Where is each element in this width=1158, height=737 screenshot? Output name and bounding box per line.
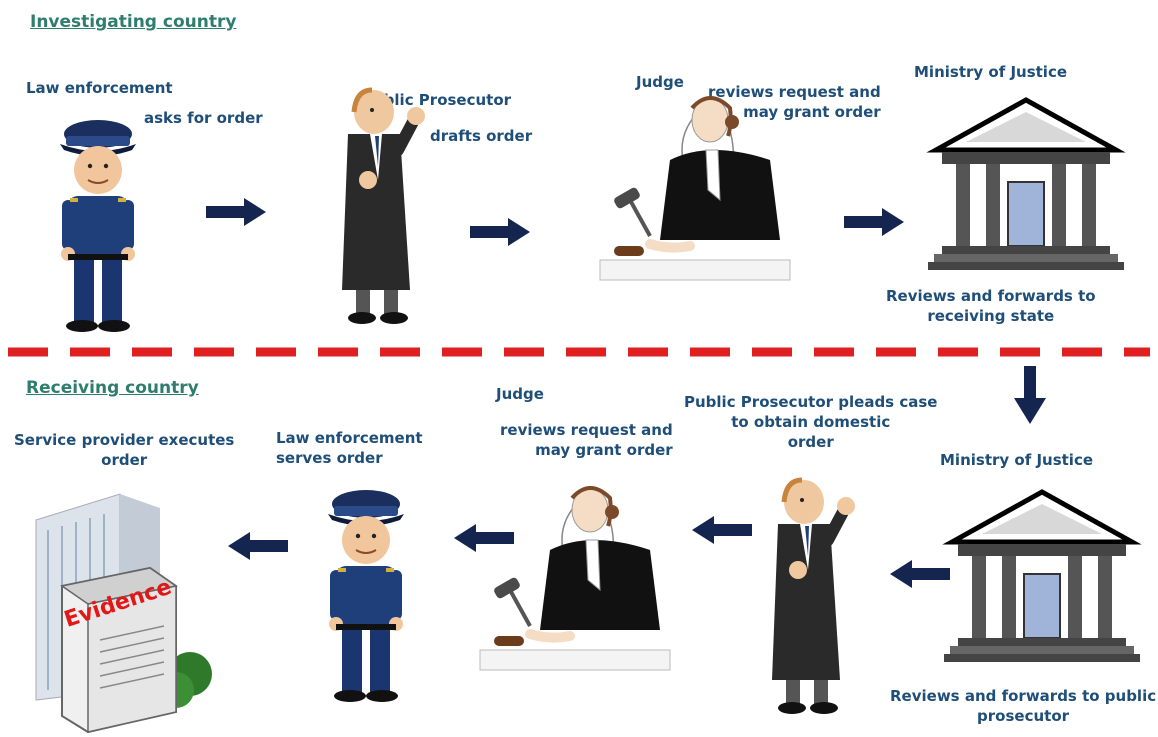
arrow-icon xyxy=(454,524,514,552)
arrow-icon xyxy=(844,208,904,236)
receiving-country-title: Receiving country xyxy=(26,378,199,398)
arrow-icon xyxy=(692,516,752,544)
arrow-icon xyxy=(890,560,950,588)
prosecutor-icon xyxy=(342,90,425,324)
judge-icon xyxy=(600,98,790,280)
judge-bottom-label: Judge xyxy=(496,385,544,403)
prosecutor-icon xyxy=(772,480,855,714)
arrow-icon xyxy=(228,532,288,560)
judge-bottom-reviews-label: reviews request and may grant order xyxy=(500,421,673,459)
arrow-icon xyxy=(470,218,530,246)
judge-top-reviews-label: reviews request and may grant order xyxy=(708,83,881,121)
asks-for-order-label: asks for order xyxy=(144,109,263,127)
law-enforcement-label: Law enforcement xyxy=(26,79,173,97)
judge-top-label: Judge xyxy=(636,73,684,91)
server-evidence-icon: Evidence xyxy=(35,493,212,734)
investigating-country-title: Investigating country xyxy=(30,12,237,32)
judge-icon xyxy=(480,488,670,670)
law-enforcement-serves-label: Law enforcement serves order xyxy=(276,429,423,467)
service-provider-label: Service provider executes order xyxy=(14,431,235,469)
drafts-order-label: drafts order xyxy=(430,127,533,145)
arrow-icon xyxy=(206,198,266,226)
police-officer-icon xyxy=(327,489,405,703)
prosecutor-pleads-label: Public Prosecutor pleads case to obtain … xyxy=(684,393,938,451)
courthouse-icon xyxy=(928,100,1124,270)
ministry-bottom-label: Ministry of Justice xyxy=(940,451,1094,469)
courthouse-icon xyxy=(944,492,1140,662)
ministry-bottom-forwards-label: Reviews and forwards to public prosecuto… xyxy=(890,687,1157,725)
ministry-top-forwards-label: Reviews and forwards to receiving state xyxy=(886,287,1096,325)
arrow-down-icon xyxy=(1014,366,1046,424)
police-officer-icon xyxy=(59,119,137,333)
ministry-top-label: Ministry of Justice xyxy=(914,63,1068,81)
